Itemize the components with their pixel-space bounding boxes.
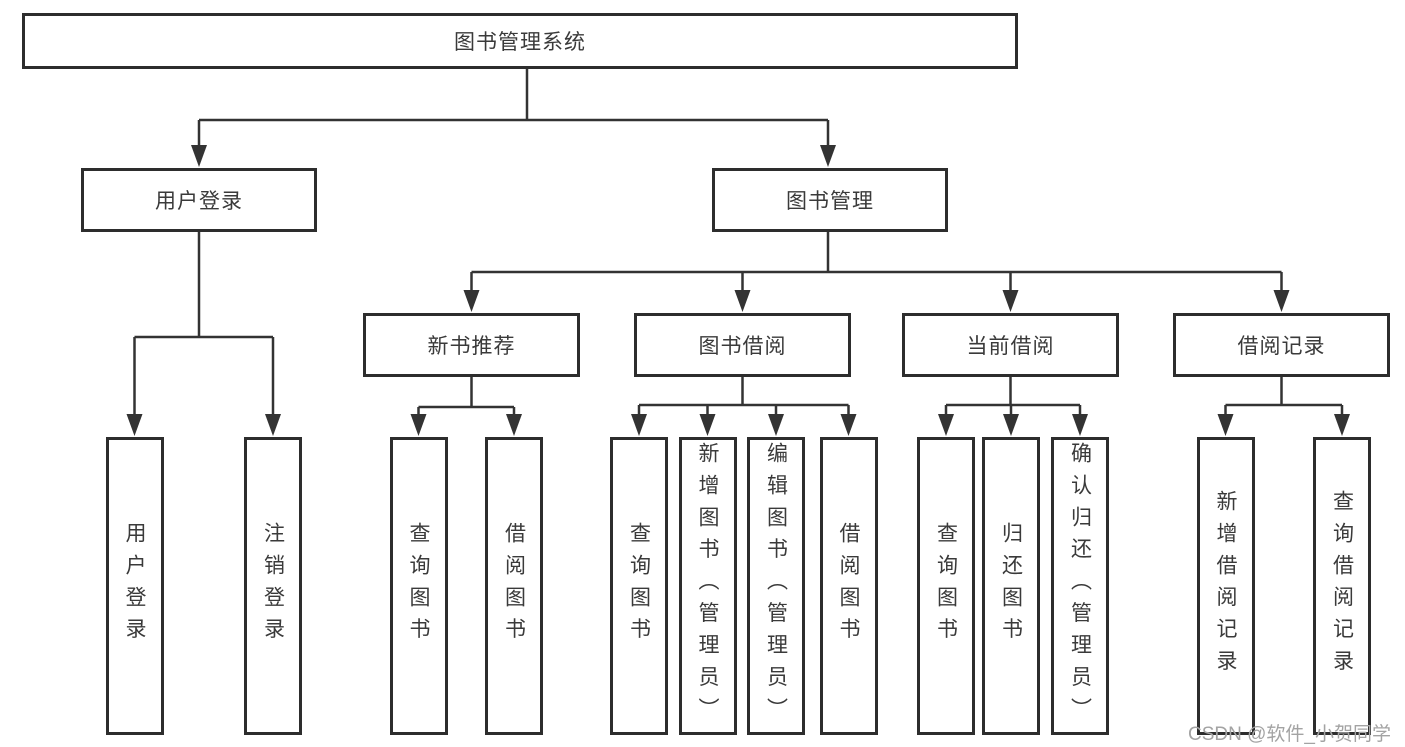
leaf-query-books-borrow-label: 查询图书	[627, 522, 651, 650]
connector-record-children	[1224, 377, 1344, 420]
arrowhead	[840, 414, 857, 436]
arrowhead	[410, 414, 427, 436]
connector-root-to-level2	[197, 69, 830, 150]
arrowhead	[1002, 290, 1019, 312]
leaf-borrow-books-label: 借阅图书	[837, 522, 860, 650]
leaf-add-book-admin-label: 新增图书（管理员）	[696, 442, 719, 730]
leaf-query-books-recommend: 查询图书	[389, 437, 448, 735]
leaf-query-books-borrow: 查询图书	[610, 437, 668, 735]
leaf-borrow-books-recommend-label: 借阅图书	[502, 522, 526, 650]
arrowhead	[734, 290, 751, 312]
node-new-book-recommend-label: 新书推荐	[427, 335, 516, 358]
leaf-user-login: 用户登录	[105, 437, 164, 735]
node-root-label: 图书管理系统	[454, 31, 586, 54]
leaf-query-books-current: 查询图书	[917, 437, 975, 735]
node-user-login: 用户登录	[81, 168, 317, 232]
leaf-query-borrow-record-label: 查询借阅记录	[1330, 490, 1354, 682]
leaf-borrow-books: 借阅图书	[819, 437, 878, 735]
leaf-return-books-label: 归还图书	[999, 522, 1023, 650]
arrowhead	[463, 290, 480, 312]
connector-book-mgmt-to-level3	[470, 232, 1283, 296]
leaf-logout: 注销登录	[244, 437, 302, 735]
node-user-login-label: 用户登录	[155, 190, 243, 213]
arrowhead	[126, 414, 143, 436]
leaf-logout-label: 注销登录	[261, 522, 285, 650]
leaf-borrow-books-recommend: 借阅图书	[485, 437, 543, 735]
arrowhead	[631, 414, 647, 436]
csdn-watermark: CSDN @软件_小贺同学	[1188, 724, 1391, 745]
node-borrow-records-label: 借阅记录	[1237, 335, 1326, 358]
leaf-query-books-recommend-label: 查询图书	[407, 522, 430, 650]
arrowhead	[1072, 414, 1088, 436]
connector-user-login-children	[133, 232, 275, 420]
connector-new-book-children	[417, 377, 516, 420]
arrowhead	[1003, 414, 1019, 436]
leaf-query-books-current-label: 查询图书	[934, 522, 958, 650]
leaf-add-book-admin: 新增图书（管理员）	[678, 437, 737, 735]
node-book-borrow-label: 图书借阅	[698, 335, 787, 358]
arrowhead	[265, 414, 281, 436]
leaf-edit-book-admin-label: 编辑图书（管理员）	[764, 442, 788, 730]
arrowhead	[506, 414, 522, 436]
arrowhead	[768, 414, 784, 436]
leaf-user-login-label: 用户登录	[123, 522, 146, 650]
arrowhead	[820, 145, 836, 167]
arrowhead	[1334, 414, 1350, 436]
leaf-confirm-return-admin-label: 确认归还（管理员）	[1068, 442, 1092, 730]
arrowhead	[1273, 290, 1290, 312]
arrowhead	[938, 414, 954, 436]
node-borrow-records: 借阅记录	[1173, 313, 1390, 377]
node-book-borrow: 图书借阅	[634, 313, 851, 377]
leaf-confirm-return-admin: 确认归还（管理员）	[1051, 437, 1109, 735]
connector-borrow-children	[637, 377, 850, 420]
node-new-book-recommend: 新书推荐	[363, 313, 580, 377]
node-root: 图书管理系统	[22, 13, 1018, 69]
connector-current-children	[944, 377, 1082, 420]
leaf-query-borrow-record: 查询借阅记录	[1313, 437, 1371, 735]
arrowhead	[699, 414, 716, 436]
arrowhead	[191, 145, 207, 167]
node-book-management-label: 图书管理	[786, 190, 874, 213]
node-book-management: 图书管理	[712, 168, 948, 232]
node-current-borrow-label: 当前借阅	[966, 335, 1055, 358]
leaf-add-borrow-record: 新增借阅记录	[1196, 437, 1255, 735]
node-current-borrow: 当前借阅	[902, 313, 1119, 377]
leaf-add-borrow-record-label: 新增借阅记录	[1214, 490, 1237, 682]
leaf-edit-book-admin: 编辑图书（管理员）	[747, 437, 805, 735]
leaf-return-books: 归还图书	[982, 437, 1040, 735]
arrowhead	[1217, 414, 1234, 436]
